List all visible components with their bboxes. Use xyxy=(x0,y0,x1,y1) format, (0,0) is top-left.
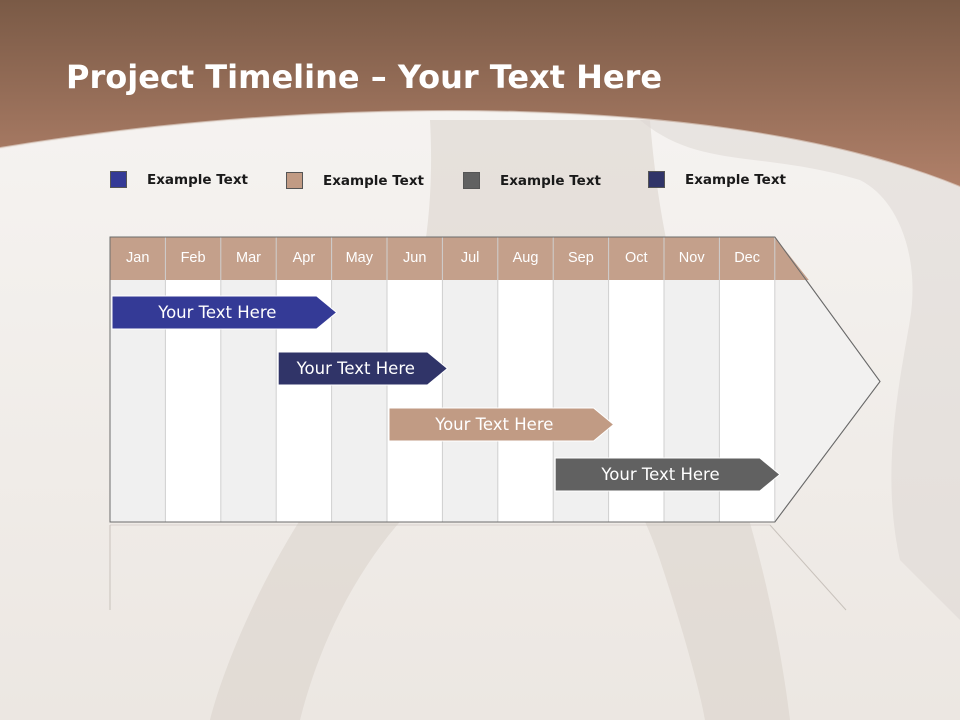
month-header-tip xyxy=(774,237,809,280)
task-bar xyxy=(388,407,615,442)
legend-swatch xyxy=(110,171,127,188)
task-label: Your Text Here xyxy=(601,465,720,484)
legend-swatch xyxy=(463,172,480,189)
timeline-arrow-outline xyxy=(774,236,881,523)
task-label: Your Text Here xyxy=(296,359,415,378)
legend-label: Example Text xyxy=(685,172,786,188)
month-column xyxy=(387,280,443,522)
task-bar xyxy=(277,351,449,386)
task-label: Your Text Here xyxy=(158,303,277,322)
month-label-may: May xyxy=(345,250,373,266)
month-label-dec: Dec xyxy=(734,250,760,266)
slide-title: Project Timeline – Your Text Here xyxy=(66,58,662,96)
title-bold: Project Timeline xyxy=(66,58,360,96)
month-label-jan: Jan xyxy=(126,250,150,266)
timeline-frame xyxy=(109,236,775,523)
month-label-nov: Nov xyxy=(678,250,705,266)
task-label: Your Text Here xyxy=(435,415,554,434)
legend-label: Example Text xyxy=(500,173,601,189)
month-column xyxy=(331,280,387,522)
month-column xyxy=(497,280,554,522)
month-column xyxy=(442,280,498,522)
month-label-aug: Aug xyxy=(512,250,539,266)
legend-label: Example Text xyxy=(147,172,248,188)
month-label-mar: Mar xyxy=(236,250,261,266)
month-label-apr: Apr xyxy=(292,250,316,266)
task-bar xyxy=(111,295,338,330)
month-label-sep: Sep xyxy=(567,250,594,266)
task-bar xyxy=(554,457,781,492)
month-label-feb: Feb xyxy=(180,250,206,266)
legend-swatch xyxy=(648,171,665,188)
legend-swatch xyxy=(286,172,303,189)
month-label-oct: Oct xyxy=(625,250,648,266)
title-rest: – Your Text Here xyxy=(359,58,663,96)
month-label-jun: Jun xyxy=(403,250,427,266)
legend-label: Example Text xyxy=(323,173,424,189)
month-label-jul: Jul xyxy=(460,250,480,266)
